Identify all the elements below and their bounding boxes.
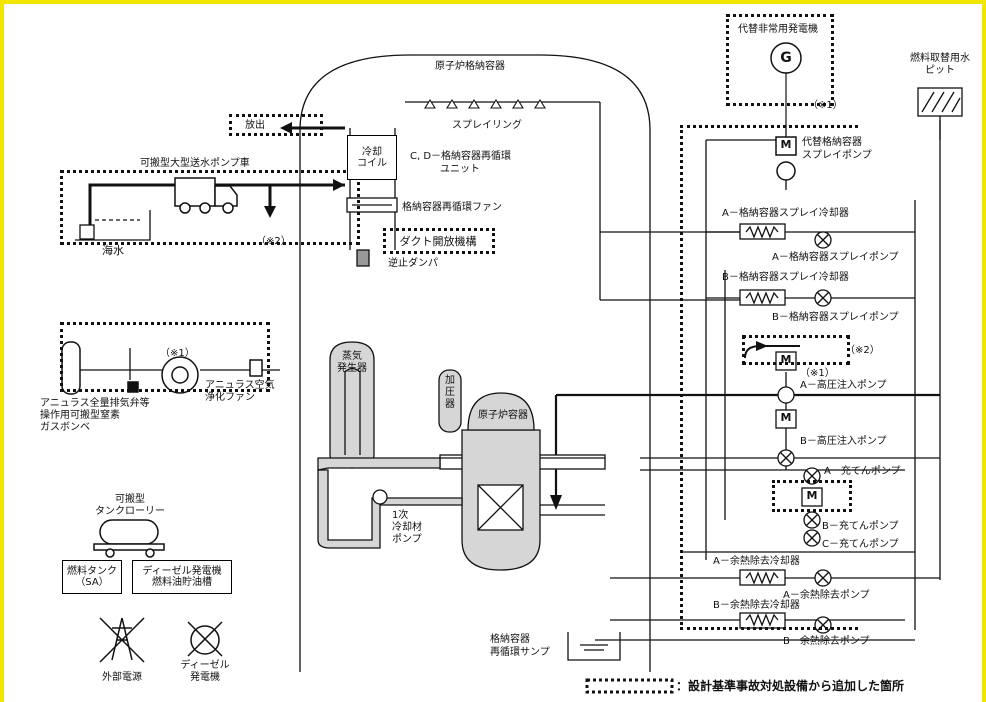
fuel-pit-label-2: ピット <box>925 65 955 76</box>
note1-annulus: （※1） <box>160 348 195 359</box>
hp-pump-a-label: A－高圧注入ポンプ <box>800 380 887 391</box>
hp-pump-b-label: B－高圧注入ポンプ <box>800 436 887 447</box>
primary-pump-label-2: 冷却材 <box>392 522 422 533</box>
hp-motor-added-boundary <box>742 335 850 365</box>
seawater-added-boundary <box>60 170 360 245</box>
pressurizer-label: 加圧器 <box>445 375 455 410</box>
diesel-tank-label-2: 燃料油貯油槽 <box>152 577 212 588</box>
seawater-label: 海水 <box>102 244 124 257</box>
containment-label: 原子炉格納容器 <box>435 61 505 72</box>
rhr-cooler-a-label: A－余熱除去冷却器 <box>713 556 800 567</box>
spray-added-boundary <box>680 125 858 630</box>
charging-a-label: A－充てんポンプ <box>824 466 901 477</box>
generator-label: 代替非常用発電機 <box>738 24 818 35</box>
legend-dotted-sample <box>585 678 674 694</box>
reactor-vessel-label: 原子炉容器 <box>478 410 528 421</box>
duct-added-boundary <box>383 228 495 254</box>
sump-label-1: 格納容器 <box>490 634 530 645</box>
diesel-generator-label-1: ディーゼル <box>180 660 230 671</box>
offsite-power-icon <box>99 617 145 663</box>
duct-label: ダクト開放機構 <box>399 234 477 248</box>
diesel-generator-icon <box>187 621 223 657</box>
generator-symbol: G <box>780 50 792 66</box>
spray-ring-label: スプレイリング <box>452 120 522 131</box>
rhr-pump-b-label: B－余熱除去ポンプ <box>783 636 870 647</box>
diesel-generator-label-2: 発電機 <box>190 672 220 683</box>
steam-generator-label-1: 蒸気 <box>342 351 362 362</box>
annulus-fan-label-1: アニュラス空気 <box>205 380 275 391</box>
tank-lorry-icon <box>93 519 165 558</box>
recirc-unit-label-1: C, D－格納容器再循環 <box>410 151 512 162</box>
charging-b-label: B－充てんポンプ <box>822 521 899 532</box>
annulus-added-boundary <box>60 322 270 392</box>
alt-spray-motor-letter: M <box>780 138 792 151</box>
note2-seawater: （※2） <box>256 236 291 247</box>
charging-c-label: C－充てんポンプ <box>822 539 899 550</box>
note1-hp: （※1） <box>800 368 835 379</box>
spray-pump-b-label: B－格納容器スプレイポンプ <box>772 312 899 323</box>
discharge-added-boundary <box>229 114 323 136</box>
annulus-fan-label-2: 浄化ファン <box>205 392 255 403</box>
primary-pump-label-3: ポンプ <box>392 534 422 545</box>
fuel-pit-label-1: 燃料取替用水 <box>910 53 970 64</box>
fuel-tank-label-2: （SA） <box>75 577 109 588</box>
recirc-unit-label-2: ユニット <box>440 164 480 175</box>
steam-generator-label-2: 発生器 <box>337 363 367 374</box>
charging-motor-letter: M <box>806 489 818 502</box>
primary-pump-label-1: 1次 <box>392 510 409 521</box>
fuel-pit-tank <box>917 87 963 117</box>
diesel-tank-box: ディーゼル発電機 燃料油貯油槽 <box>132 560 232 594</box>
crossed-pump <box>814 231 832 249</box>
cooling-coil-label-2: コイル <box>357 157 387 169</box>
hp-motor-a-letter: M <box>780 353 792 366</box>
discharge-label: 放出 <box>245 119 265 131</box>
check-damper-box <box>356 249 370 267</box>
offsite-power-label: 外部電源 <box>102 672 142 683</box>
generator-added-boundary <box>726 14 834 106</box>
check-damper-label: 逆止ダンパ <box>388 258 438 269</box>
charging-added-boundary <box>772 480 852 512</box>
fuel-tank-label-1: 燃料タンク <box>67 566 117 577</box>
rhr-pump-a-label: A－余熱除去ポンプ <box>783 590 870 601</box>
spray-cooler-a-label: A－格納容器スプレイ冷却器 <box>722 208 849 219</box>
spray-cooler-b-label: B－格納容器スプレイ冷却器 <box>722 272 849 283</box>
annulus-bottle-label-1: アニュラス全量排気弁等 <box>40 398 150 409</box>
note2-hp: （※2） <box>845 345 880 356</box>
alt-spray-pump-label-2: スプレイポンプ <box>802 150 872 161</box>
cooling-coil-box: 冷却 コイル <box>347 135 397 180</box>
containment-vessel-outline <box>299 54 651 672</box>
spray-pump-a-label: A－格納容器スプレイポンプ <box>772 252 899 263</box>
cooling-coil-label-1: 冷却 <box>362 146 382 158</box>
fuel-tank-box: 燃料タンク （SA） <box>62 560 122 594</box>
primary-pump <box>372 489 388 505</box>
alt-spray-pump-label-1: 代替格納容器 <box>802 137 862 148</box>
hp-motor-b-letter: M <box>780 411 792 424</box>
annulus-bottle-label-3: ガスボンベ <box>40 422 90 433</box>
tank-lorry-label-2: タンクローリー <box>95 506 165 517</box>
seawater-hose <box>88 183 345 235</box>
note1-generator: （※1） <box>808 100 843 111</box>
rhr-cooler-b-label: B－余熱除去冷却器 <box>713 600 800 611</box>
recirc-fan-label: 格納容器再循環ファン <box>402 202 502 213</box>
pump-truck-label: 可搬型大型送水ポンプ車 <box>140 158 250 169</box>
legend-text: ：設計基準事故対処設備から追加した箇所 <box>676 679 905 693</box>
pressurizer <box>438 369 462 433</box>
tank-lorry-label-1: 可搬型 <box>115 494 145 505</box>
alt-spray-pump-symbol <box>776 161 796 181</box>
pump-truck-icon <box>174 177 238 214</box>
annulus-bottle-label-2: 操作用可搬型窒素 <box>40 410 120 421</box>
sump-label-2: 再循環サンプ <box>490 647 550 658</box>
diesel-tank-label-1: ディーゼル発電機 <box>142 566 222 577</box>
